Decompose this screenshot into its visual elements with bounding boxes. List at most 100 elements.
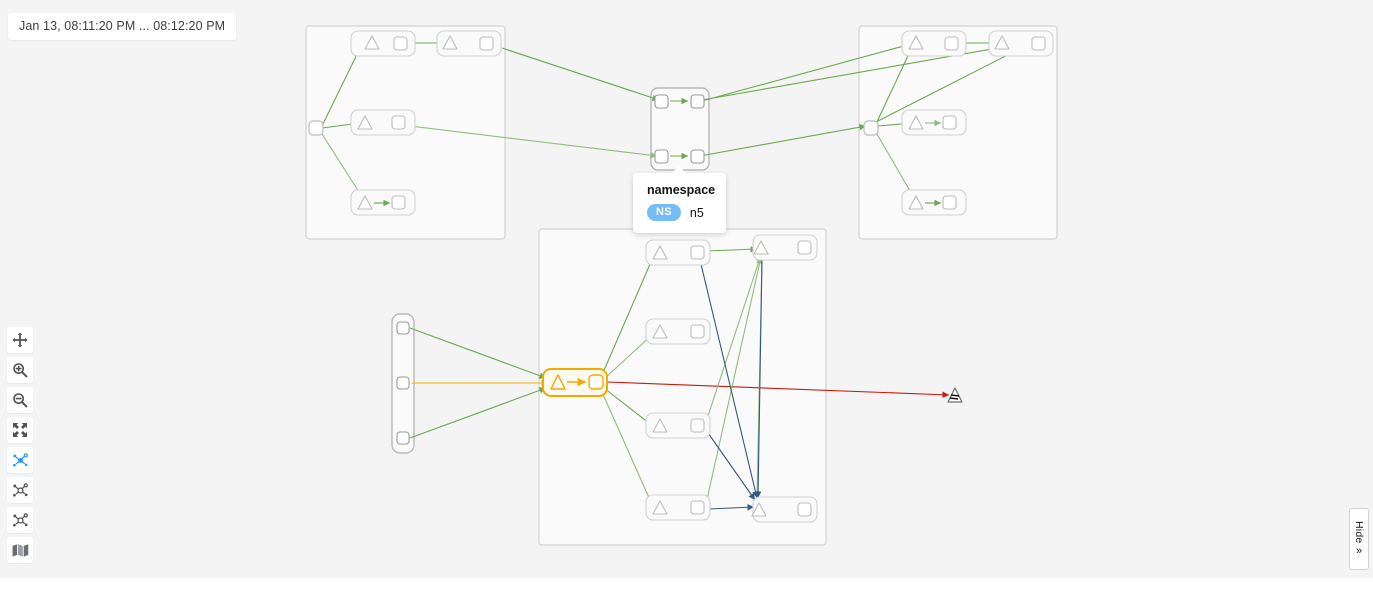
service-square-icon[interactable] [1031, 36, 1046, 51]
workload-triangle-icon[interactable] [751, 502, 767, 517]
namespace-n5-nodes[interactable] [654, 94, 705, 164]
tooltip-row: NS n5 [633, 204, 726, 221]
service-square-icon[interactable] [942, 115, 957, 130]
pill-node[interactable] [752, 234, 818, 261]
edge-green [705, 254, 763, 423]
layout-grid-icon[interactable] [7, 477, 33, 503]
pill-node[interactable] [645, 412, 711, 439]
status-badge: NS [647, 204, 681, 221]
app-node-icon[interactable] [396, 321, 410, 335]
pill-node[interactable] [988, 30, 1054, 57]
edge-green [701, 42, 912, 102]
edge-green [875, 44, 914, 125]
layout-concentric-icon[interactable] [7, 507, 33, 533]
edge-green [321, 43, 363, 127]
edge-green [601, 391, 655, 510]
tooltip-title: namespace [647, 183, 716, 197]
workload-triangle-icon[interactable] [753, 240, 769, 255]
pill-node[interactable] [350, 189, 416, 216]
workload-triangle-icon[interactable] [994, 35, 1010, 50]
hide-side-panel-button[interactable]: Hide » [1349, 508, 1369, 570]
workload-triangle-icon[interactable] [652, 500, 668, 515]
service-square-icon[interactable] [797, 502, 812, 517]
tooltip-value: n5 [689, 205, 704, 220]
workload-triangle-icon[interactable] [357, 195, 373, 210]
app-node-icon[interactable] [690, 149, 705, 164]
app-node-icon[interactable] [690, 94, 705, 109]
service-square-icon[interactable] [942, 195, 957, 210]
service-square-icon[interactable] [588, 374, 604, 390]
edge-green [705, 256, 763, 505]
pill-node[interactable] [901, 189, 967, 216]
edge-green [701, 38, 1038, 101]
service-square-icon[interactable] [479, 36, 494, 51]
standalone-nodes[interactable] [308, 120, 963, 403]
workload-triangle-icon[interactable] [908, 115, 924, 130]
workload-triangle-icon[interactable] [652, 245, 668, 260]
service-square-icon[interactable] [797, 240, 812, 255]
pill-node[interactable] [350, 30, 416, 57]
service-square-icon[interactable] [944, 36, 959, 51]
service-square-icon[interactable] [393, 36, 408, 51]
service-square-icon[interactable] [690, 500, 705, 515]
app-node-icon[interactable] [396, 431, 410, 445]
edge-green [409, 125, 658, 159]
edge-red [606, 381, 950, 399]
layout-dagre-icon[interactable] [7, 447, 33, 473]
pill-node[interactable] [751, 496, 818, 523]
app-node-icon[interactable] [396, 376, 410, 390]
zoom-in-icon[interactable] [7, 357, 33, 383]
workload-triangle-icon[interactable] [364, 35, 380, 50]
pill-nodes[interactable] [350, 30, 1054, 523]
workload-triangle-icon[interactable] [908, 35, 924, 50]
edge-green [699, 123, 867, 157]
pill-node[interactable] [901, 109, 967, 136]
pill-node[interactable] [645, 318, 711, 345]
workload-triangle-icon[interactable] [357, 115, 373, 130]
edge-green [603, 332, 655, 380]
service-square-icon[interactable] [308, 120, 324, 136]
edges-left-strip [409, 327, 548, 439]
pill-node[interactable] [350, 109, 416, 136]
zoom-out-icon[interactable] [7, 387, 33, 413]
service-square-icon[interactable] [391, 115, 406, 130]
pill-node[interactable] [645, 494, 711, 521]
workload-triangle-icon[interactable] [550, 374, 566, 390]
hide-panel-label: Hide [1353, 521, 1365, 544]
left-strip-nodes[interactable] [396, 321, 410, 445]
fit-screen-icon[interactable] [7, 417, 33, 443]
pill-node[interactable] [901, 30, 967, 57]
chevron-double-right-icon: » [1355, 544, 1363, 557]
app-node-icon[interactable] [654, 149, 669, 164]
pill-node-selected[interactable] [542, 368, 608, 397]
workload-triangle-icon[interactable] [908, 195, 924, 210]
cluster-boxes [305, 25, 1058, 546]
pill-node[interactable] [645, 239, 711, 266]
edge-green [501, 47, 660, 102]
service-square-icon[interactable] [391, 195, 406, 210]
edge-green [601, 254, 655, 376]
workload-triangle-icon[interactable] [652, 418, 668, 433]
edge-blue [707, 503, 755, 511]
edge-blue [705, 429, 756, 501]
workload-triangle-icon[interactable] [652, 324, 668, 339]
app-node-icon[interactable] [654, 94, 669, 109]
service-square-icon[interactable] [863, 120, 879, 136]
bottom-bar [0, 578, 1373, 590]
pill-node[interactable] [436, 30, 502, 57]
edge-green [705, 245, 758, 253]
minimap-icon[interactable] [7, 537, 33, 563]
service-square-icon[interactable] [690, 324, 705, 339]
time-range-label: Jan 13, 08:11:20 PM ... 08:12:20 PM [8, 13, 237, 40]
service-square-icon[interactable] [690, 245, 705, 260]
service-square-icon[interactable] [690, 418, 705, 433]
graph-toolbar[interactable] [7, 327, 33, 563]
pan-icon[interactable] [7, 327, 33, 353]
workload-triangle-icon[interactable] [442, 35, 458, 50]
edge-blue [754, 257, 763, 499]
edge-blue [699, 259, 759, 499]
edge-green [409, 387, 547, 439]
